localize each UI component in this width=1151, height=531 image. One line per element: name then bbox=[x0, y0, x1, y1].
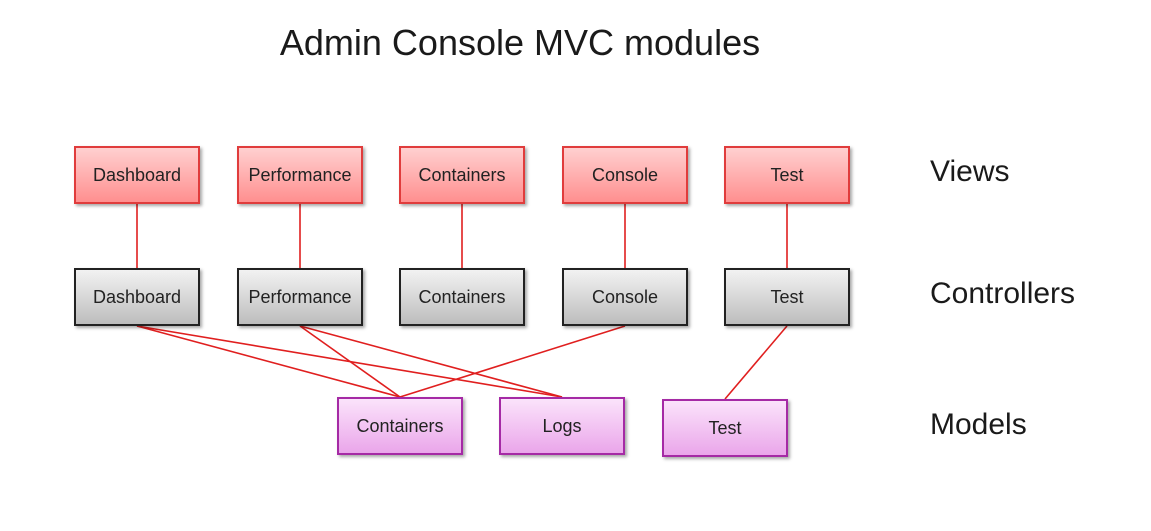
controller-containers: Containers bbox=[399, 268, 525, 326]
tier-label-controllers: Controllers bbox=[930, 277, 1076, 310]
view-dashboard: Dashboard bbox=[74, 146, 200, 204]
model-test: Test bbox=[662, 399, 788, 457]
controller-model-link-3 bbox=[299, 325, 563, 398]
tier-label-models: Models bbox=[930, 408, 1027, 441]
view-performance: Performance bbox=[237, 146, 363, 204]
view-test: Test bbox=[724, 146, 850, 204]
controller-model-link-5 bbox=[724, 325, 788, 400]
controller-test: Test bbox=[724, 268, 850, 326]
model-containers: Containers bbox=[337, 397, 463, 455]
controller-performance: Performance bbox=[237, 268, 363, 326]
tier-label-views: Views bbox=[930, 155, 1010, 188]
controller-console: Console bbox=[562, 268, 688, 326]
controller-model-link-2 bbox=[299, 325, 401, 398]
controller-model-link-0 bbox=[136, 325, 401, 398]
view-containers: Containers bbox=[399, 146, 525, 204]
model-logs: Logs bbox=[499, 397, 625, 455]
controller-model-link-1 bbox=[136, 325, 563, 398]
controller-dashboard: Dashboard bbox=[74, 268, 200, 326]
diagram-title: Admin Console MVC modules bbox=[279, 22, 761, 63]
view-console: Console bbox=[562, 146, 688, 204]
controller-model-link-4 bbox=[399, 325, 626, 398]
